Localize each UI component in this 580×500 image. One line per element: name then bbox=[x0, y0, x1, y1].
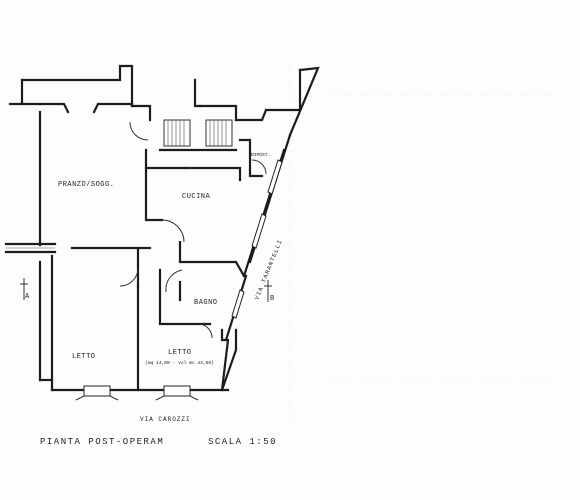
room-label-ripost: RIPOST. bbox=[251, 152, 270, 158]
pranzo-cucina-wall bbox=[119, 121, 187, 288]
cucina-walls bbox=[183, 133, 292, 278]
room-label-letto-right: LETTO bbox=[168, 349, 192, 357]
room-label-letto-left: LETTO bbox=[72, 353, 96, 361]
bagno-walls bbox=[158, 260, 248, 342]
section-marker-b bbox=[264, 280, 272, 302]
plan-scale: SCALA 1:50 bbox=[208, 437, 277, 447]
staircase bbox=[158, 119, 238, 152]
room-label-bagno: BAGNO bbox=[194, 299, 218, 307]
scan-guides bbox=[289, 60, 560, 430]
room-note-letto: (mq 14,00 - vol mc 43,60) bbox=[145, 360, 214, 366]
street-label-right: VIA TARANTELLI bbox=[253, 238, 284, 300]
room-label-cucina: CUCINA bbox=[182, 193, 211, 201]
plan-title: PIANTA POST-OPERAM bbox=[40, 437, 164, 447]
street-label-bottom: VIA CAROZZI bbox=[140, 416, 191, 423]
section-label-b: B bbox=[270, 295, 274, 303]
section-label-a: A bbox=[25, 293, 30, 301]
mid-horizontal-wall bbox=[4, 242, 152, 254]
bedroom-walls bbox=[38, 254, 238, 401]
room-label-pranzo: PRANZO/SOGG. bbox=[58, 181, 114, 189]
top-boundary bbox=[8, 64, 320, 137]
section-marker-a bbox=[20, 278, 28, 300]
